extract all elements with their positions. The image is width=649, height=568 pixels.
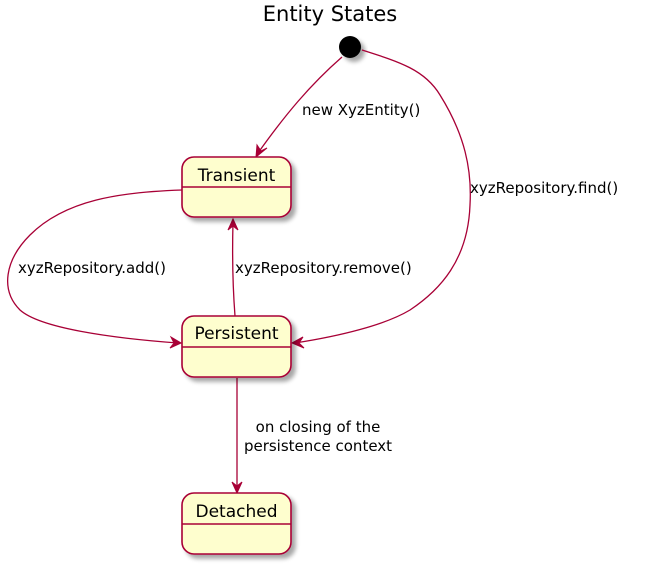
transition-create: new XyzEntity()	[255, 56, 420, 159]
transition-create-label: new XyzEntity()	[302, 101, 420, 119]
transition-find: xyzRepository.find()	[290, 49, 618, 349]
transition-add-label: xyzRepository.add()	[18, 259, 166, 277]
transition-close-arrowhead	[231, 481, 243, 495]
transition-find-line	[294, 49, 471, 344]
transition-remove-arrowhead	[227, 217, 239, 231]
transition-find-label: xyzRepository.find()	[470, 179, 618, 197]
transition-close: on closing of the persistence context	[231, 378, 392, 495]
transition-add-arrowhead	[169, 335, 183, 349]
transition-add-line	[7, 189, 183, 344]
transition-close-label-line2: persistence context	[244, 437, 392, 455]
transition-find-arrowhead	[290, 336, 305, 349]
state-detached-label: Detached	[195, 502, 277, 522]
state-transient-label: Transient	[197, 166, 276, 186]
transition-remove-line	[231, 221, 236, 317]
state-detached: Detached	[181, 492, 292, 555]
transition-close-label-line1: on closing of the	[256, 418, 381, 436]
transition-create-line	[257, 56, 343, 154]
transition-create-arrowhead	[255, 143, 268, 159]
state-transient: Transient	[181, 156, 292, 218]
state-persistent-label: Persistent	[194, 324, 278, 344]
state-persistent: Persistent	[181, 315, 292, 378]
diagram-title: Entity States	[263, 2, 398, 26]
transition-add: xyzRepository.add()	[7, 189, 183, 349]
transition-remove: xyzRepository.remove()	[227, 217, 412, 317]
transition-remove-label: xyzRepository.remove()	[235, 259, 412, 277]
initial-state-node	[339, 36, 361, 58]
